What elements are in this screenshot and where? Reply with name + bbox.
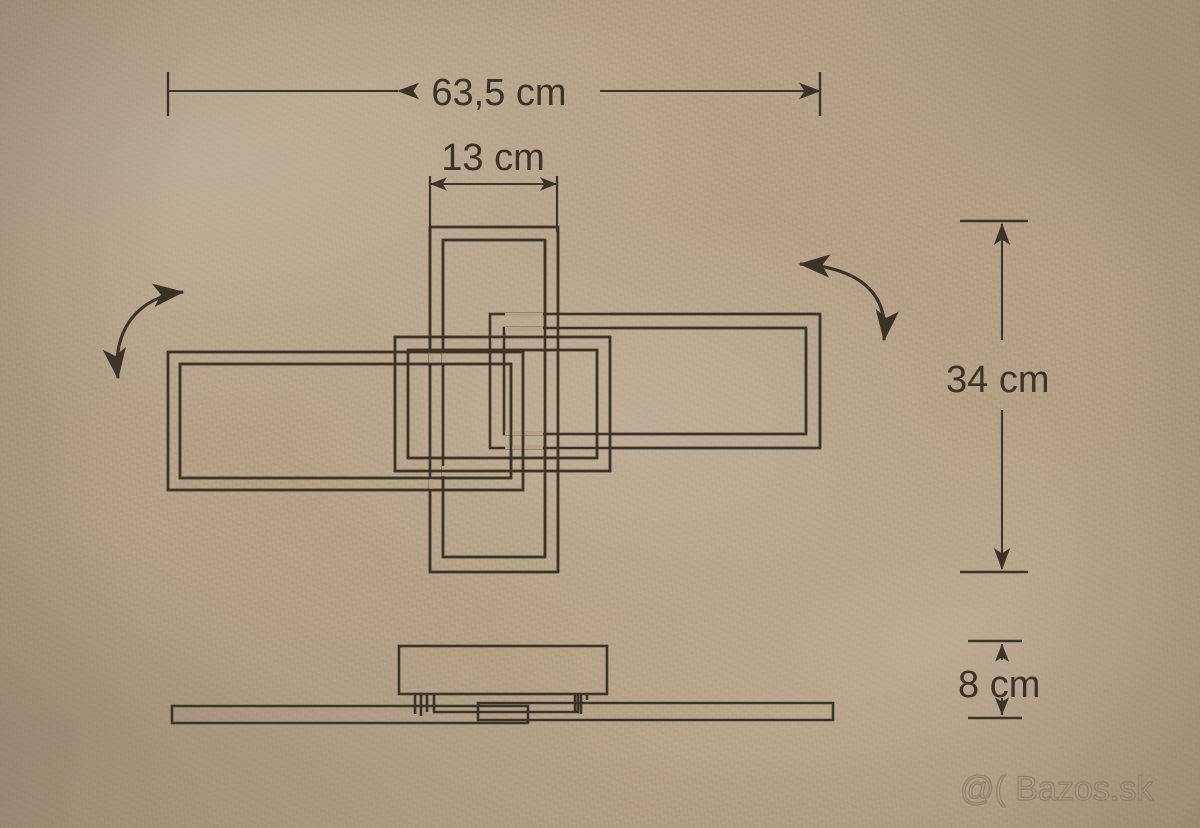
dimension-depth-8: 8 cm [958, 639, 1040, 720]
frame-weave-masks [429, 313, 543, 489]
frame-weave-details [428, 337, 560, 471]
front-view-interlocking-frames [166, 225, 822, 574]
vertical-frame [428, 225, 560, 574]
dimension-width-63-5: 63,5 cm [166, 72, 822, 116]
right-frame [488, 312, 822, 450]
dimension-inner-width-13: 13 cm [428, 137, 559, 232]
small-inner-frame [393, 335, 612, 473]
inner-width-label: 13 cm [441, 137, 544, 179]
height-label: 34 cm [946, 359, 1049, 401]
left-frame [166, 350, 525, 492]
depth-label: 8 cm [958, 664, 1040, 706]
watermark-text: @( Bazos.sk [960, 770, 1154, 808]
watermark: @( Bazos.sk [959, 769, 1155, 808]
front-view-overlines [166, 225, 822, 574]
side-view-profile [170, 644, 835, 725]
width-label: 63,5 cm [431, 72, 566, 114]
rotation-arrow-right-icon [798, 254, 899, 342]
dimension-height-34: 34 cm [946, 219, 1049, 574]
rotation-arrow-left-icon [102, 283, 185, 380]
